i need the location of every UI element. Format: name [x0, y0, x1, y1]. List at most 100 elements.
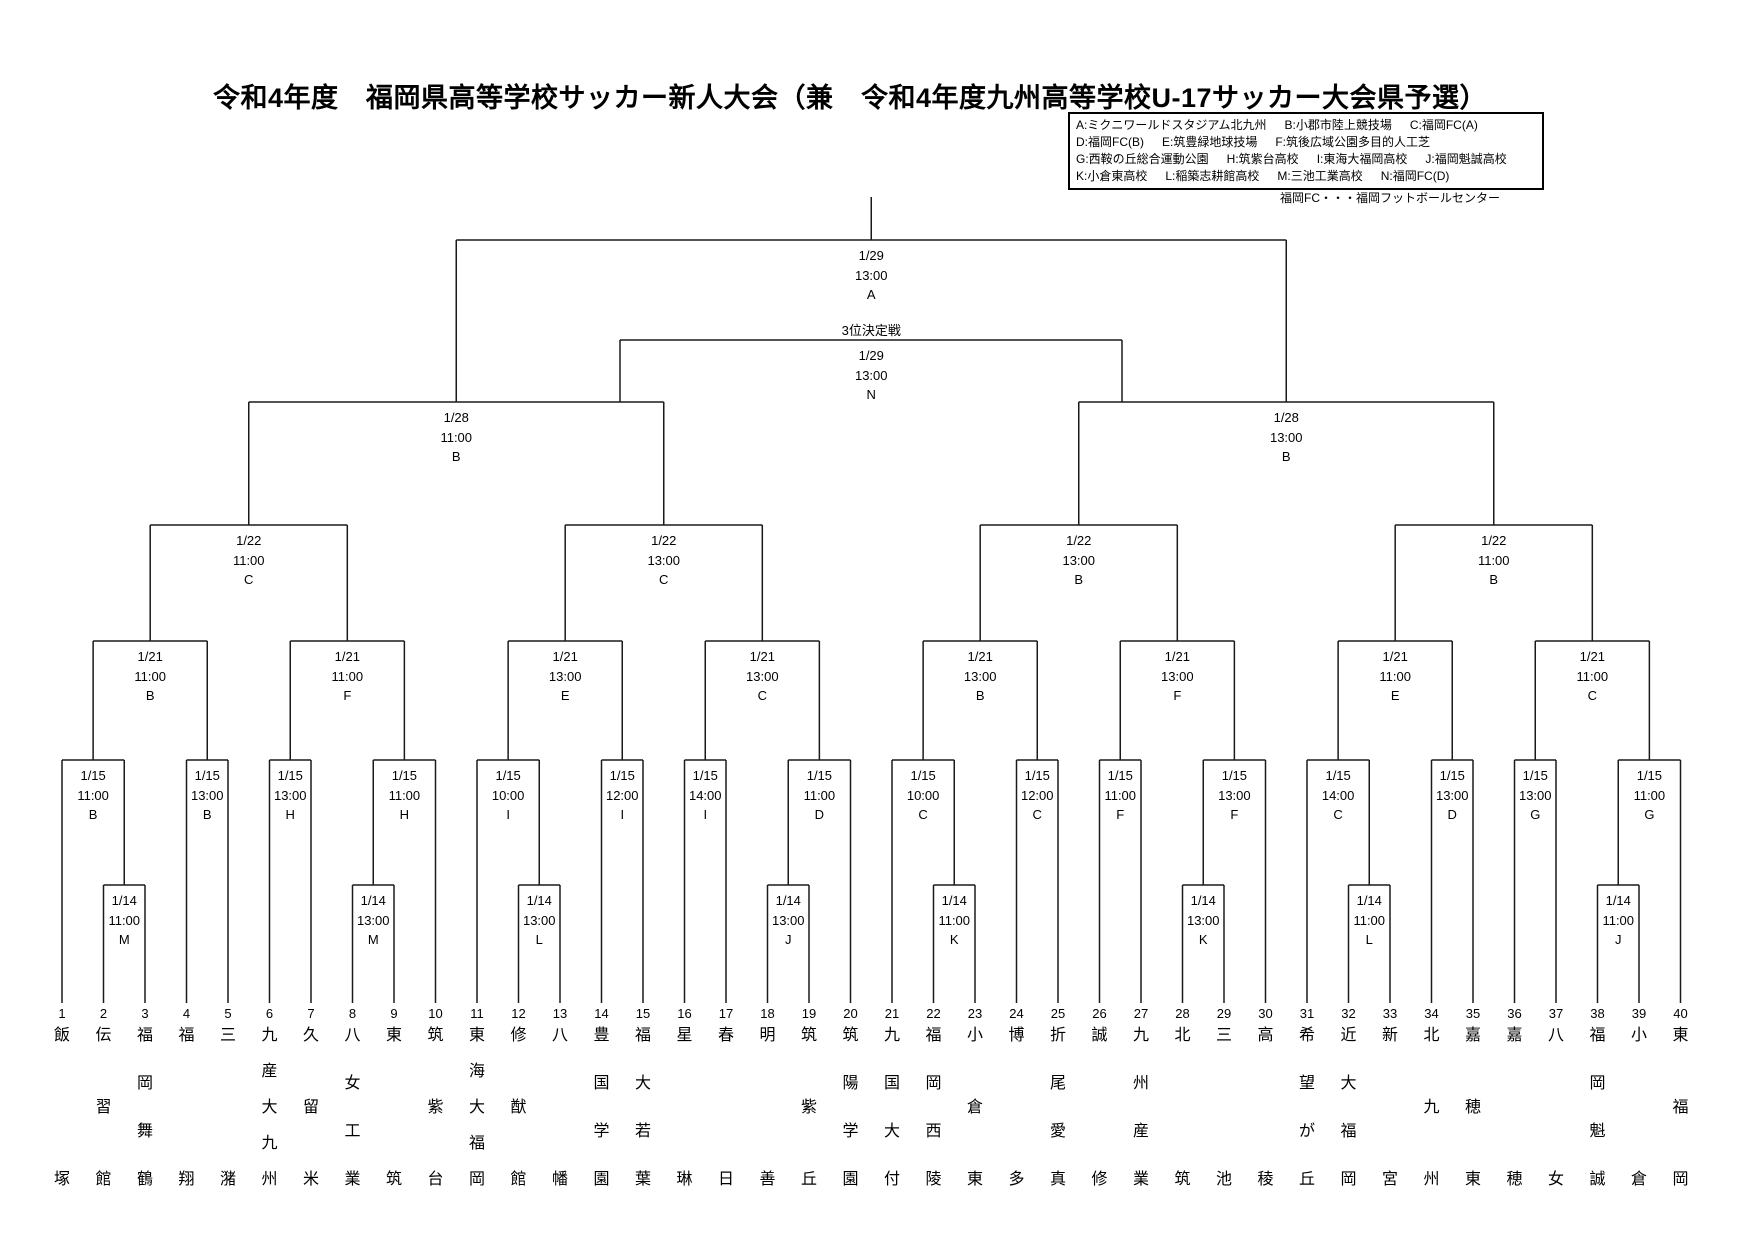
- team-number: 10: [428, 1006, 443, 1021]
- match-venue: C: [1587, 688, 1597, 703]
- team-name-char: 女: [344, 1075, 361, 1092]
- match-time: 13:00: [190, 787, 224, 803]
- team-number: 24: [1009, 1006, 1024, 1021]
- team-name-char: 女: [1547, 1171, 1564, 1188]
- team-name-char: 稜: [1257, 1171, 1274, 1188]
- team-name: 九州産業: [1121, 1028, 1161, 1188]
- team-name-char: 岡: [468, 1171, 485, 1188]
- team-name-char: 八: [1547, 1027, 1564, 1044]
- team-number: 35: [1465, 1006, 1481, 1021]
- team-name-char: 学: [593, 1123, 610, 1140]
- team-name-char: 館: [510, 1171, 527, 1188]
- match-date: 1/15: [277, 768, 303, 783]
- team-name: 飯塚: [42, 1028, 82, 1188]
- match-date: 1/15: [910, 768, 936, 783]
- team-number: 18: [760, 1006, 775, 1021]
- match-time: 10:00: [906, 787, 940, 803]
- match-date: 1/14: [941, 893, 967, 908]
- team-name-char: 久: [302, 1027, 319, 1044]
- team-name: 久留米: [291, 1028, 331, 1188]
- team-name-char: 陽: [842, 1075, 859, 1092]
- team-name: 星琳: [665, 1028, 705, 1188]
- team-number: 21: [884, 1006, 900, 1021]
- team-number: 12: [511, 1006, 526, 1021]
- match-time: 13:00: [356, 912, 390, 928]
- team-number: 29: [1216, 1006, 1232, 1021]
- team-name-char: 宮: [1381, 1171, 1398, 1188]
- match-date: 1/14: [775, 893, 801, 908]
- team-name-char: 高: [1257, 1027, 1274, 1044]
- team-name-char: 猷: [510, 1099, 527, 1116]
- team-name-char: 大: [1340, 1075, 1357, 1092]
- team-name-char: 大: [261, 1099, 278, 1116]
- match-venue: D: [814, 807, 825, 822]
- match-venue: B: [1489, 572, 1499, 587]
- team-name-char: 筑: [1174, 1171, 1191, 1188]
- team-number: 38: [1590, 1006, 1605, 1021]
- team-name: 豊国学園: [582, 1028, 622, 1188]
- match-time: 10:00: [491, 787, 525, 803]
- match-time: 13:00: [1269, 429, 1303, 445]
- team-number: 1: [58, 1006, 66, 1021]
- match-date: 1/14: [526, 893, 552, 908]
- team-name-char: 東: [966, 1171, 983, 1188]
- match-venue: I: [506, 807, 510, 822]
- legend-item: I:東海大福岡高校: [1316, 152, 1408, 166]
- team-name-char: 伝: [95, 1027, 112, 1044]
- team-name: 東海大福岡: [457, 1028, 497, 1188]
- match-date: 1/14: [1356, 893, 1382, 908]
- match-date: 1/28: [1273, 410, 1299, 425]
- team-name-char: 多: [1008, 1171, 1025, 1188]
- team-name-char: 岡: [925, 1075, 942, 1092]
- team-number: 37: [1548, 1006, 1564, 1021]
- team-name: 小倉東: [955, 1028, 995, 1188]
- team-name: 八女: [1536, 1028, 1576, 1188]
- team-name-char: 八: [344, 1027, 361, 1044]
- match-venue: B: [451, 449, 461, 464]
- team-name-char: 折: [1049, 1027, 1066, 1044]
- team-name-char: 筑: [427, 1027, 444, 1044]
- match-time: 12:00: [605, 787, 639, 803]
- team-name-char: 福: [634, 1027, 651, 1044]
- team-name-char: 幡: [551, 1171, 568, 1188]
- team-number: 17: [718, 1006, 734, 1021]
- match-venue: H: [399, 807, 410, 822]
- team-name-char: 魁: [1589, 1123, 1606, 1140]
- legend-item: G:西鞍の丘総合運動公園: [1076, 152, 1209, 166]
- match-time: 13:00: [1161, 668, 1194, 684]
- team-number: 28: [1175, 1006, 1190, 1021]
- match-venue: E: [560, 688, 570, 703]
- match-time: 13:00: [854, 267, 888, 283]
- legend-item: J:福岡魁誠高校: [1425, 152, 1507, 166]
- match-time: 11:00: [1576, 668, 1609, 684]
- match-time: 11:00: [1379, 668, 1411, 684]
- team-name-char: 東: [468, 1027, 485, 1044]
- match-venue: C: [757, 688, 767, 703]
- match-time: 11:00: [1477, 552, 1510, 568]
- match-time: 13:00: [548, 668, 582, 684]
- team-name: 伝習館: [84, 1028, 124, 1188]
- legend-item: C:福岡FC(A): [1409, 118, 1478, 132]
- match-date: 1/21: [137, 649, 163, 664]
